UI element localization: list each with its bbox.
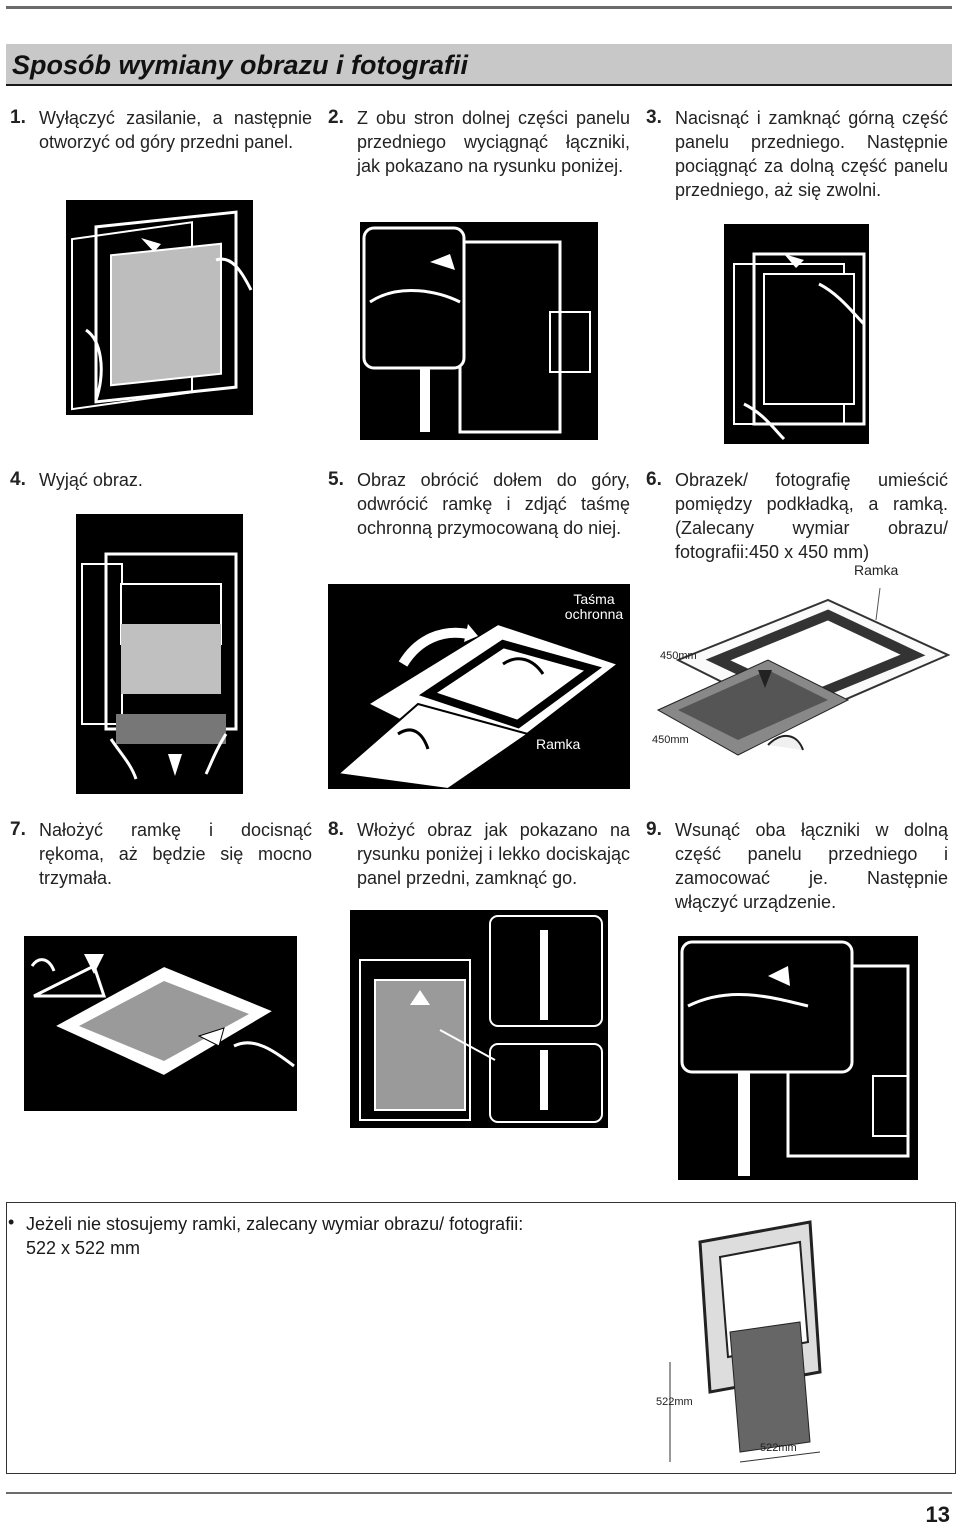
illustration-take-out-picture bbox=[76, 514, 243, 794]
bottom-rule bbox=[6, 1492, 952, 1494]
frame-label: Ramka bbox=[854, 562, 899, 578]
step-number: 7. bbox=[10, 819, 26, 840]
page-title: Sposób wymiany obrazu i fotografii bbox=[12, 50, 469, 80]
note-line-2: 522 x 522 mm bbox=[26, 1238, 141, 1258]
step-number: 4. bbox=[10, 469, 26, 490]
illustration-reinsert-connectors bbox=[678, 936, 918, 1180]
illustration-flip-frame: Taśma ochronna Ramka bbox=[328, 584, 630, 789]
close-panel-drawing bbox=[733, 252, 866, 441]
step-text: Wsunąć oba łączniki w dolną część panelu… bbox=[675, 820, 948, 912]
step-text: Obrazek/ fotografię umieścić pomiędzy po… bbox=[675, 470, 948, 562]
insert-picture-drawing bbox=[359, 915, 603, 1123]
flip-frame-drawing bbox=[335, 622, 621, 789]
illustration-close-panel bbox=[724, 224, 869, 444]
tape-label: Taśma ochronna bbox=[564, 591, 624, 622]
step-2: 2. Z obu stron dolnej części panelu prze… bbox=[328, 106, 630, 178]
step-number: 6. bbox=[646, 469, 662, 490]
dimension-label: 450mm bbox=[660, 650, 697, 662]
step-text: Nałożyć ramkę i docisnąć rękoma, aż będz… bbox=[39, 820, 312, 888]
page-number: 13 bbox=[925, 1502, 950, 1527]
step-number: 8. bbox=[328, 819, 344, 840]
dimension-label: 450mm bbox=[652, 734, 689, 746]
step-4: 4. Wyjąć obraz. bbox=[10, 468, 312, 492]
step-6: 6. Obrazek/ fotografię umieścić pomiędzy… bbox=[646, 468, 948, 564]
note-text: Jeżeli nie stosujemy ramki, zalecany wym… bbox=[26, 1212, 626, 1260]
take-out-drawing bbox=[81, 552, 238, 780]
connectors-drawing bbox=[362, 226, 591, 434]
step-8: 8. Włożyć obraz jak pokazano na rysunku … bbox=[328, 818, 630, 890]
step-text: Włożyć obraz jak pokazano na rysunku pon… bbox=[357, 820, 630, 888]
note-line-1: Jeżeli nie stosujemy ramki, zalecany wym… bbox=[26, 1214, 524, 1234]
illustration-insert-picture bbox=[350, 910, 608, 1128]
note-bullet: • bbox=[8, 1212, 15, 1232]
step-number: 5. bbox=[328, 469, 344, 490]
place-photo-drawing bbox=[656, 587, 951, 756]
illustration-attach-frame bbox=[24, 936, 297, 1111]
reinsert-connectors-drawing bbox=[680, 940, 910, 1176]
step-number: 9. bbox=[646, 819, 662, 840]
step-5: 5. Obraz obrócić dołem do góry, odwrócić… bbox=[328, 468, 630, 540]
section-title-bar: Sposób wymiany obrazu i fotografii bbox=[6, 44, 952, 86]
no-frame-drawing bbox=[669, 1220, 822, 1463]
step-7: 7. Nałożyć ramkę i docisnąć rękoma, aż b… bbox=[10, 818, 312, 890]
step-text: Obraz obrócić dołem do góry, odwrócić ra… bbox=[357, 470, 630, 538]
open-panel-drawing bbox=[71, 210, 253, 411]
dimension-label: 522mm bbox=[760, 1442, 797, 1454]
illustration-no-frame-size: 522mm 522mm bbox=[650, 1212, 830, 1474]
illustration-place-photo: Ramka 450mm 450mm bbox=[648, 560, 952, 770]
step-number: 3. bbox=[646, 107, 662, 128]
dimension-label: 522mm bbox=[656, 1396, 693, 1408]
step-3: 3. Nacisnąć i zamknąć górną część panelu… bbox=[646, 106, 948, 202]
step-number: 1. bbox=[10, 107, 26, 128]
step-text: Wyjąć obraz. bbox=[39, 470, 143, 490]
illustration-remove-connectors bbox=[360, 222, 598, 440]
note-box bbox=[6, 1202, 956, 1474]
step-text: Wyłączyć zasilanie, a następnie otworzyć… bbox=[39, 108, 312, 152]
step-text: Nacisnąć i zamknąć górną część panelu pr… bbox=[675, 108, 948, 200]
step-text: Z obu stron dolnej części panelu przedni… bbox=[357, 108, 630, 176]
top-rule bbox=[6, 6, 952, 9]
step-number: 2. bbox=[328, 107, 344, 128]
frame-label: Ramka bbox=[536, 736, 581, 752]
attach-frame-drawing bbox=[30, 954, 295, 1078]
illustration-open-panel bbox=[66, 200, 253, 415]
step-9: 9. Wsunąć oba łączniki w dolną część pan… bbox=[646, 818, 948, 914]
step-1: 1. Wyłączyć zasilanie, a następnie otwor… bbox=[10, 106, 312, 154]
